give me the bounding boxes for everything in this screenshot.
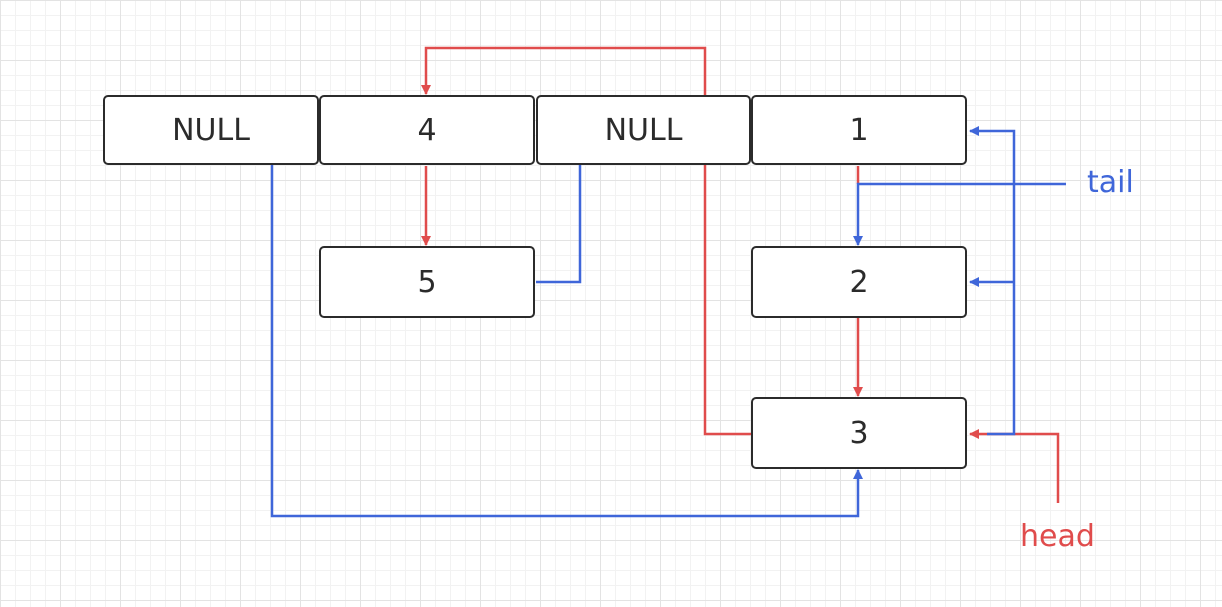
node-4[interactable]: 4 — [319, 95, 535, 165]
node-5-label: 5 — [417, 264, 437, 300]
node-4-label: 4 — [417, 112, 437, 148]
node-5[interactable]: 5 — [319, 246, 535, 318]
head-pointer-label: head — [1020, 519, 1095, 554]
node-null-mid-label: NULL — [604, 112, 683, 148]
node-3[interactable]: 3 — [751, 397, 967, 469]
edge-tail-to-2 — [853, 182, 1066, 246]
edge-head-to-3 — [969, 429, 1060, 503]
node-null-mid[interactable]: NULL — [536, 95, 751, 165]
node-1-label: 1 — [849, 112, 869, 148]
node-2-label: 2 — [849, 264, 869, 300]
node-3-label: 3 — [849, 415, 869, 451]
node-1[interactable]: 1 — [751, 95, 967, 165]
node-null-left-label: NULL — [172, 112, 250, 148]
edge-3-to-4 — [421, 46, 751, 436]
node-null-left[interactable]: NULL — [103, 95, 319, 165]
node-2[interactable]: 2 — [751, 246, 967, 318]
tail-pointer-label: tail — [1087, 165, 1134, 200]
